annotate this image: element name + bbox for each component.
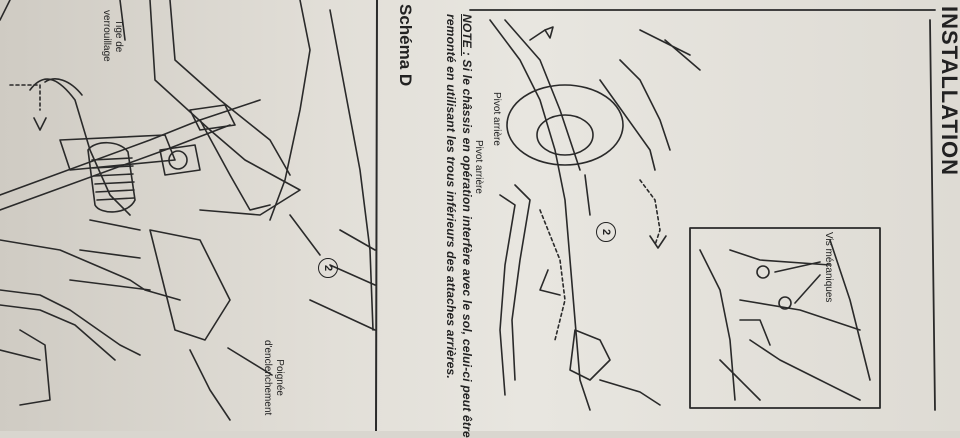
poignee-label-line2: d'enclenchement (262, 340, 273, 416)
tige-label: Tige de verrouillage (100, 10, 124, 62)
tige-label-line2: verrouillage (101, 10, 112, 62)
pivot-arriere-label-top: Pivot arrière (491, 92, 502, 146)
callout-2-left: 2 (318, 258, 338, 278)
installation-title: INSTALLATION (937, 6, 960, 177)
pivot-arriere-label-mid: Pivot arrière (473, 140, 484, 194)
vis-mecaniques-label: Vis mécaniques (823, 232, 834, 303)
poignee-label: Poignée d'enclenchement (261, 340, 285, 415)
poignee-label-line1: Poignée (274, 359, 285, 396)
callout-2-right: 2 (596, 222, 616, 242)
note-line-1: NOTE : Si le châssis en opération interf… (459, 14, 474, 438)
callout-2-left-text: 2 (322, 264, 334, 272)
note-line-2: remonté en utilisant les trous inférieur… (444, 14, 458, 379)
callout-2-right-text: 2 (600, 228, 612, 236)
note-keyword: NOTE : (460, 14, 474, 56)
note-text-1: Si le châssis en opération interfère ave… (460, 59, 474, 438)
tige-label-line1: Tige de (113, 19, 124, 53)
schema-title: Schéma D (396, 4, 415, 87)
